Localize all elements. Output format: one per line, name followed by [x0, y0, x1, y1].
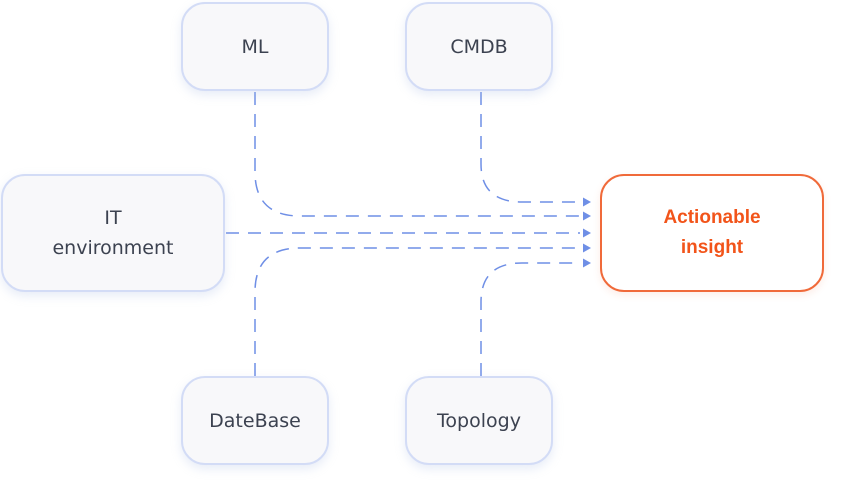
node-ml: ML [181, 2, 329, 91]
node-actionable-insight-label: Actionable insight [663, 207, 761, 258]
node-cmdb-label: CMDB [450, 35, 508, 58]
arrowhead-datebase [583, 243, 591, 253]
connector-cmdb-to-insight [480, 92, 580, 203]
connector-topology-to-insight [480, 262, 580, 376]
node-ml-label: ML [241, 35, 269, 58]
connector-datebase-to-insight [254, 247, 580, 376]
node-topology-label: Topology [437, 409, 521, 432]
arrowhead-it [583, 228, 591, 238]
node-cmdb: CMDB [405, 2, 553, 91]
node-actionable-insight: Actionable insight [600, 174, 824, 292]
node-it-environment: IT environment [1, 174, 225, 292]
arrowhead-topology [583, 258, 591, 268]
node-it-environment-label: IT environment [52, 207, 174, 259]
arrowhead-ml [583, 211, 591, 221]
node-datebase-label: DateBase [209, 409, 301, 432]
arrowhead-cmdb [583, 197, 591, 207]
node-datebase: DateBase [181, 376, 329, 465]
connector-ml-to-insight [254, 92, 580, 217]
node-topology: Topology [405, 376, 553, 465]
